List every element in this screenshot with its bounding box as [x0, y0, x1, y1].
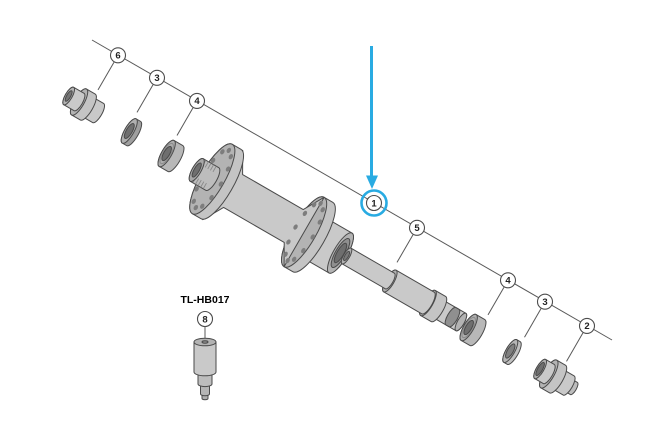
callout-label: 6: [115, 51, 120, 62]
washer-right: [502, 339, 522, 365]
callout-3-left[interactable]: 3: [148, 69, 166, 86]
highlight-annotation: [360, 46, 388, 217]
callout-label: 3: [154, 73, 159, 84]
callout-4-right[interactable]: 4: [499, 272, 517, 289]
end-cap-left: [62, 86, 106, 124]
callout-label: 1: [371, 198, 377, 209]
leader-line: [566, 332, 584, 362]
callout-5[interactable]: 5: [408, 219, 426, 236]
callout-label: 2: [584, 321, 589, 332]
leader-line: [136, 84, 154, 113]
axis-line: [91, 39, 613, 341]
leader-lines: [97, 61, 584, 362]
callout-3-right[interactable]: 3: [536, 293, 554, 310]
leader-line: [487, 286, 505, 316]
hub-body: [188, 143, 354, 274]
callout-label: 3: [542, 297, 547, 308]
spoke-holes-right-flange: [283, 200, 325, 264]
leader-line: [524, 308, 542, 338]
callout-4-left[interactable]: 4: [188, 92, 206, 109]
leader-line: [97, 61, 115, 91]
leader-line: [396, 234, 414, 263]
highlight-circle: [360, 189, 388, 217]
tool-tl-hb017: [193, 337, 217, 401]
tool-label: TL-HB017: [180, 294, 229, 306]
callout-label: 4: [194, 96, 200, 107]
callout-6[interactable]: 6: [109, 47, 127, 64]
callout-1[interactable]: 1: [365, 194, 383, 212]
callout-label: 8: [202, 314, 207, 325]
leader-line: [176, 107, 194, 136]
bearing-right: [459, 313, 487, 347]
end-cap-right: [533, 358, 579, 396]
axle: [340, 247, 468, 332]
spoke-holes-left-flange: [191, 147, 234, 211]
bearing-left: [157, 139, 185, 173]
callout-label: 4: [505, 276, 511, 287]
highlight-arrow-head: [366, 175, 378, 189]
callout-2[interactable]: 2: [578, 317, 596, 334]
callout-8[interactable]: 8: [196, 310, 214, 328]
callout-label: 5: [414, 223, 420, 234]
seal-ring-left: [120, 118, 143, 147]
